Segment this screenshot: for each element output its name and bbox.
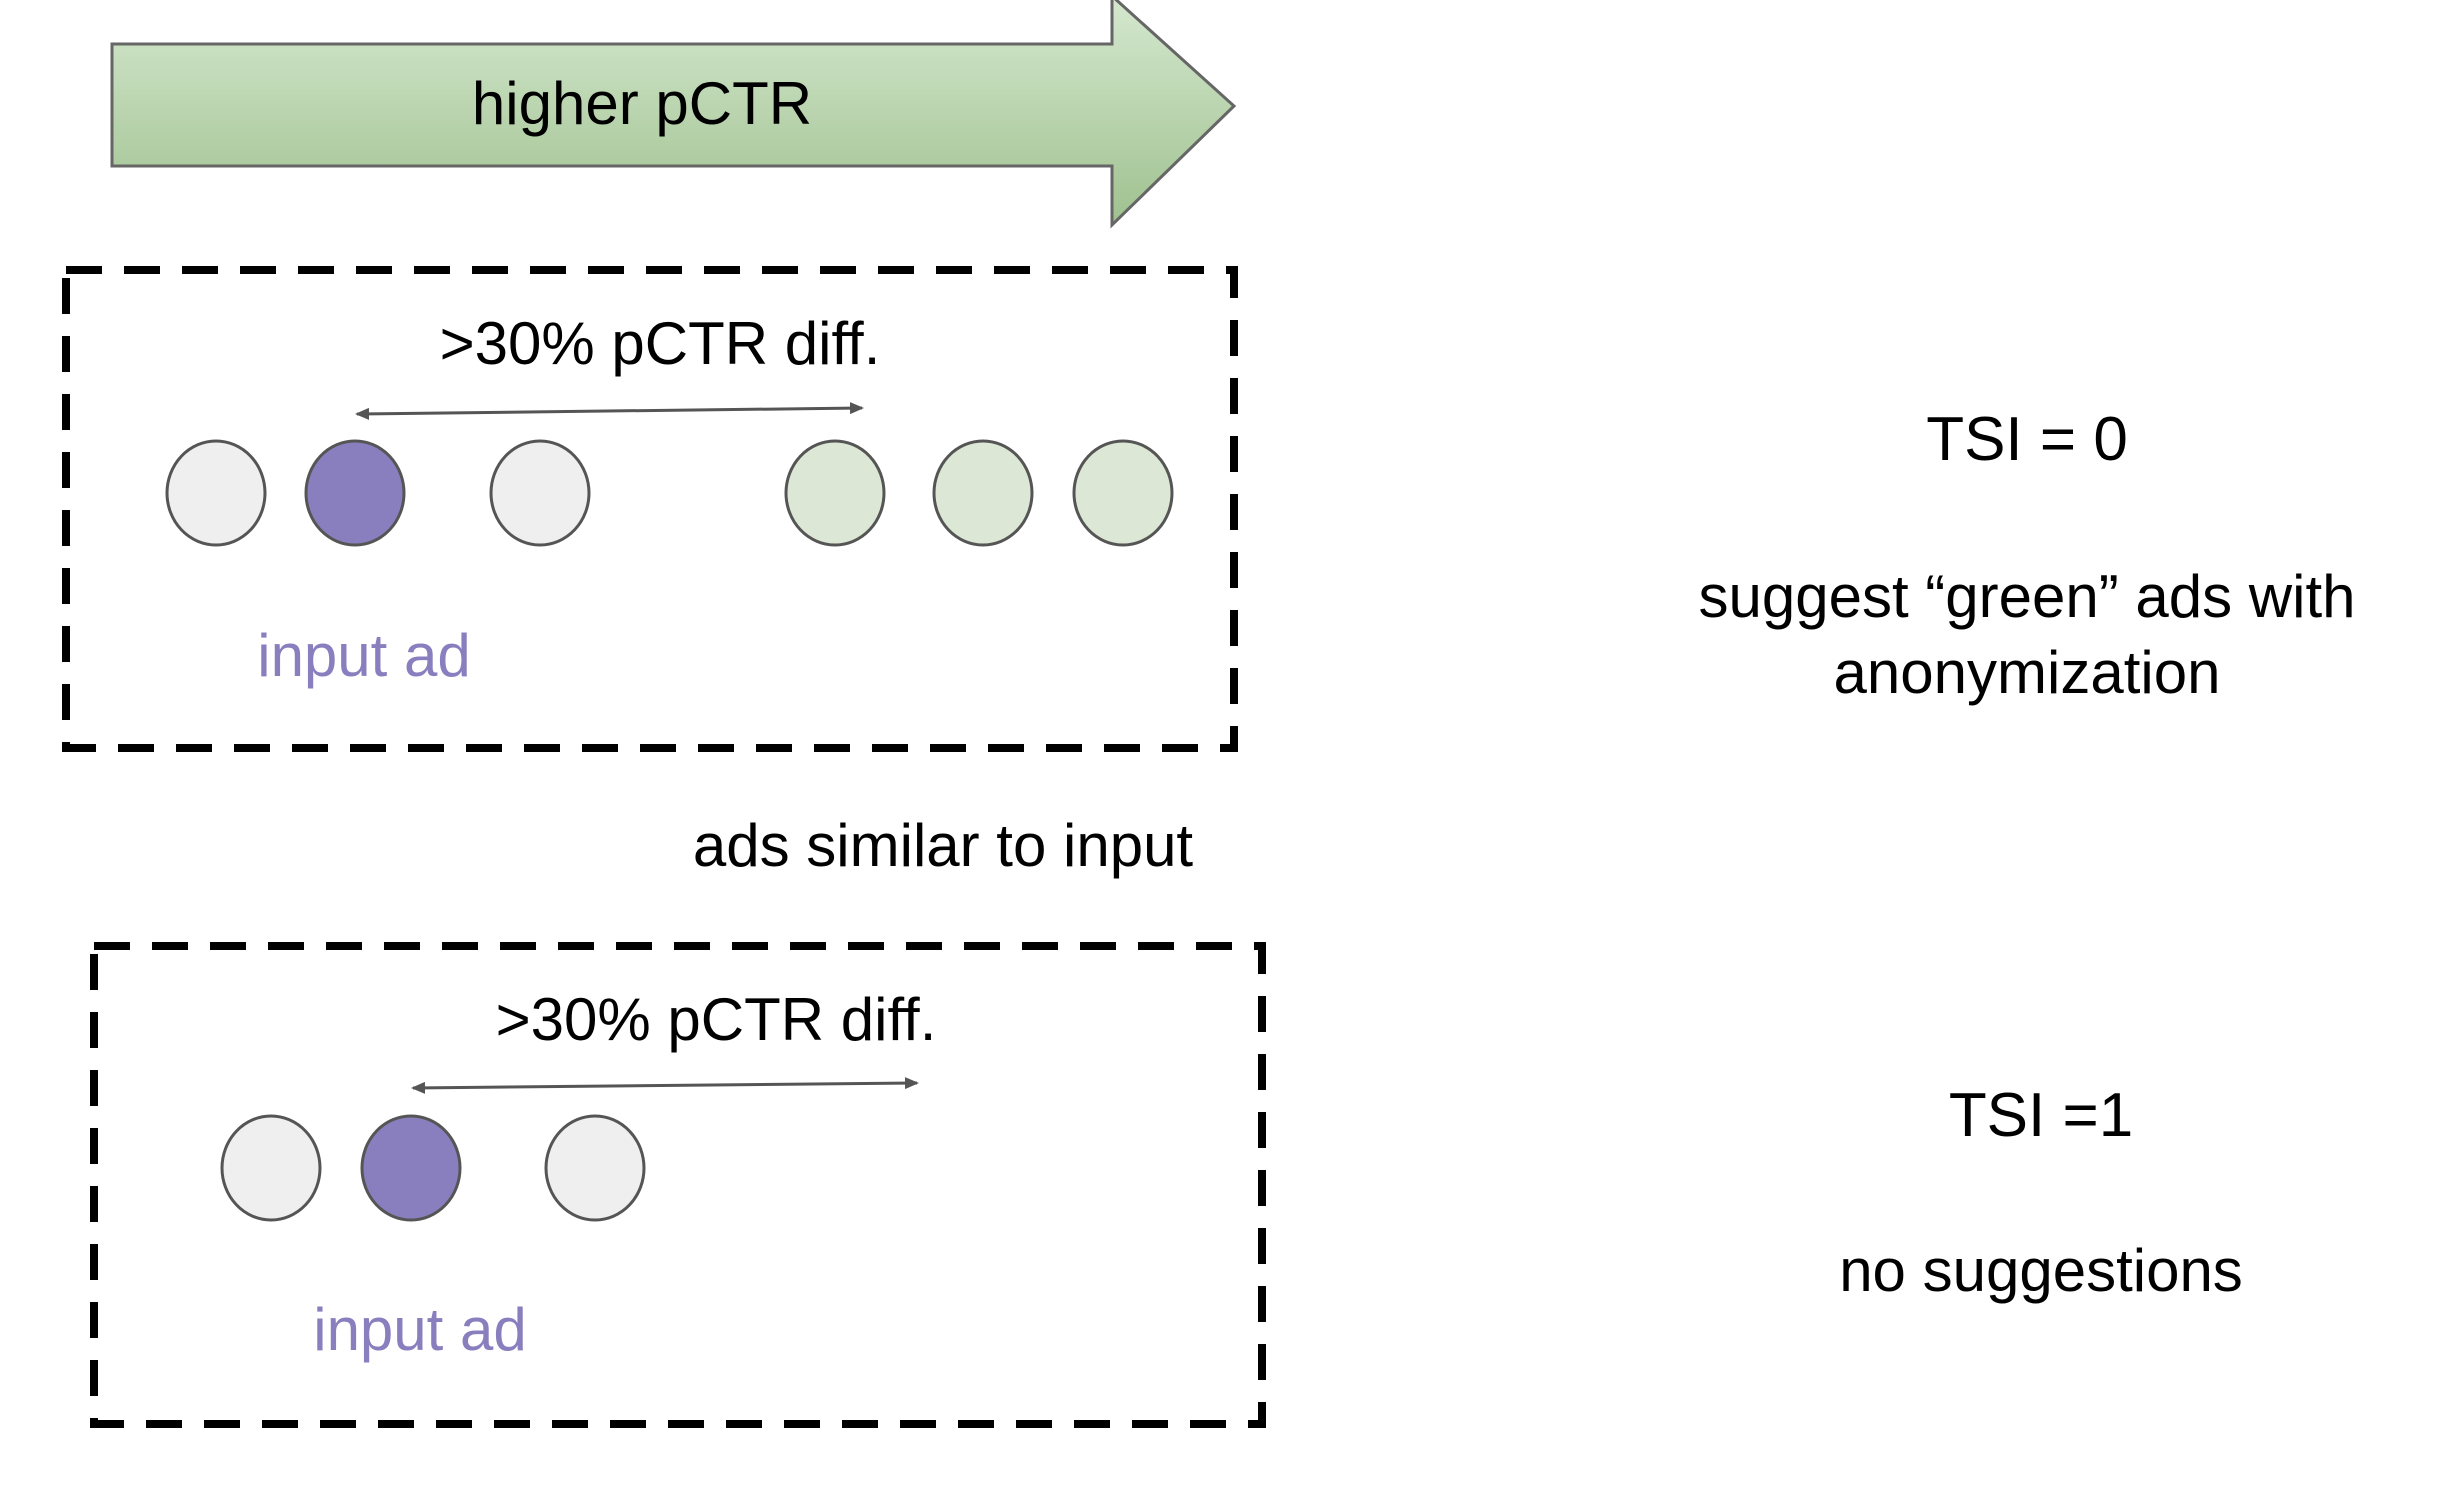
panel-bottom-diff-label: >30% pCTR diff.: [496, 986, 937, 1053]
higher-pctr-label: higher pCTR: [472, 70, 812, 137]
result-top: TSI = 0 suggest “green” ads with anonymi…: [1698, 405, 2355, 706]
no-suggestions-label: no suggestions: [1839, 1237, 2243, 1304]
higher-pctr-arrow-shape: [110, 0, 1237, 229]
panel-bottom-input-ad-label: input ad: [313, 1296, 527, 1363]
tsi-top-label: TSI = 0: [1926, 405, 2128, 474]
panel-top-ad-circle-green: [932, 439, 1034, 547]
tsi-bottom-label: TSI =1: [1949, 1081, 2133, 1150]
panel-top-ad-circle-gray: [489, 439, 591, 547]
panel-top-ad-circle-green: [1072, 439, 1174, 547]
suggest-line-2: anonymization: [1834, 639, 2221, 706]
panel-bottom-ad-circle-gray: [544, 1114, 646, 1222]
suggest-line-1: suggest “green” ads with: [1698, 563, 2355, 630]
panel-bottom-input-ad-circle: [360, 1114, 462, 1222]
panel-top-diff-label: >30% pCTR diff.: [440, 310, 881, 377]
panel-top: >30% pCTR diff. input ad: [62, 266, 1238, 752]
panel-top-ad-circle-green: [784, 439, 886, 547]
panel-bottom: >30% pCTR diff. input ad: [90, 942, 1266, 1428]
higher-pctr-arrow: higher pCTR: [110, 0, 1237, 229]
panel-bottom-ad-circle-gray: [220, 1114, 322, 1222]
panel-top-diff-arrow: [355, 402, 864, 420]
result-bottom: TSI =1 no suggestions: [1839, 1081, 2243, 1304]
panel-top-dashed-box: [62, 266, 1238, 752]
panel-top-input-ad-circle: [304, 439, 406, 547]
panel-bottom-diff-arrow: [411, 1077, 919, 1094]
panel-top-ad-circle-gray: [165, 439, 267, 547]
panel-top-input-ad-label: input ad: [257, 622, 471, 689]
panel-bottom-dashed-box: [90, 942, 1266, 1428]
ads-similar-label: ads similar to input: [693, 812, 1194, 879]
